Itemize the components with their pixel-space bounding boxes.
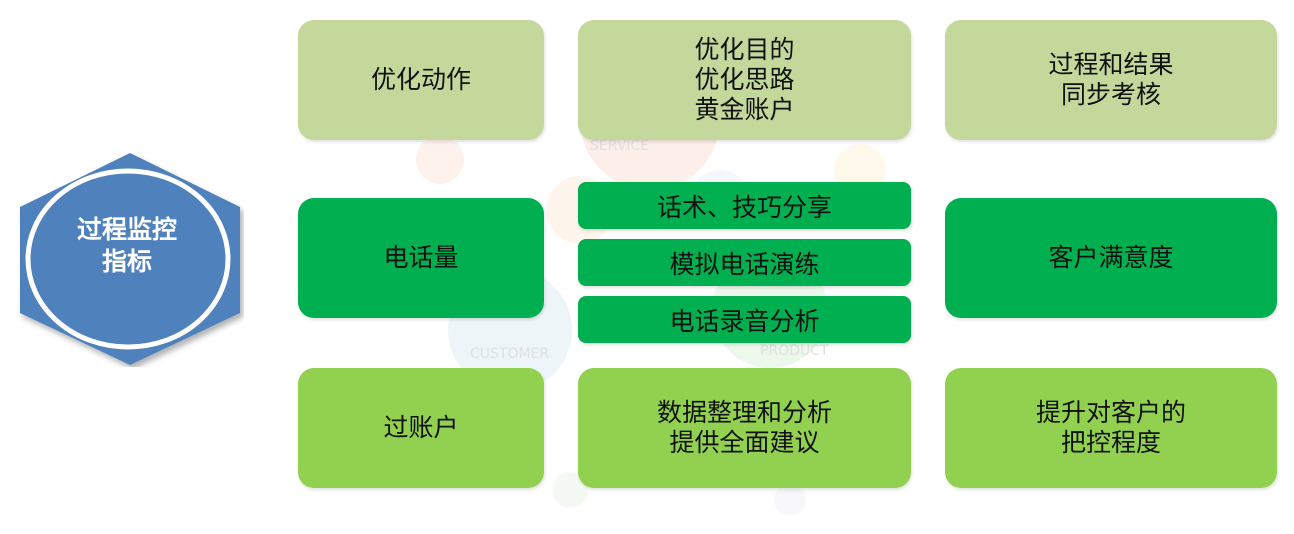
strip-recording-analysis: 电话录音分析: [578, 296, 911, 343]
bg-label-service: SERVICE: [590, 138, 649, 154]
card-customer-control: 提升对客户的 把控程度: [945, 368, 1277, 488]
hexagon-inner-circle: [25, 168, 231, 350]
card-optimize-goals: 优化目的 优化思路 黄金账户: [578, 20, 911, 140]
bg-label-customer: CUSTOMER: [470, 346, 549, 362]
card-review-accounts: 过账户: [298, 368, 544, 488]
card-optimize-action: 优化动作: [298, 20, 544, 140]
center-hexagon: [20, 153, 240, 365]
card-customer-satisfaction: 客户满意度: [945, 198, 1277, 318]
card-process-result: 过程和结果 同步考核: [945, 20, 1277, 140]
bg-label-product: PRODUCT: [760, 343, 829, 359]
card-data-analysis: 数据整理和分析 提供全面建议: [578, 368, 911, 488]
strip-call-practice: 模拟电话演练: [578, 239, 911, 286]
strip-script-sharing: 话术、技巧分享: [578, 182, 911, 229]
center-label: 过程监控 指标: [76, 215, 177, 276]
card-call-volume: 电话量: [298, 198, 544, 318]
